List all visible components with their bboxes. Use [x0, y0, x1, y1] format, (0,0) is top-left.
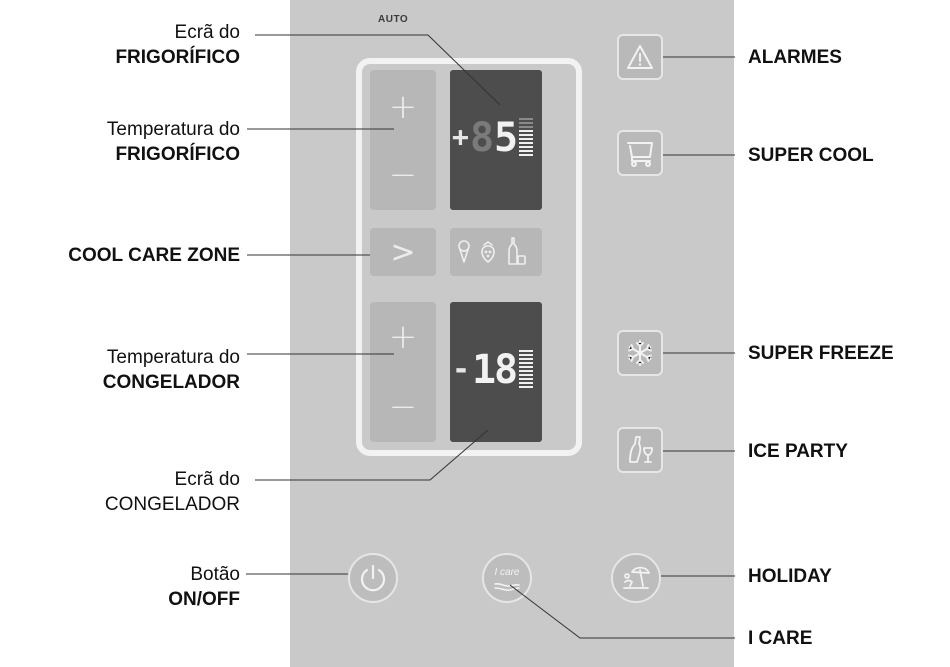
fridge-temp-label-line2: FRIGORÍFICO — [115, 144, 240, 165]
freezer-display-label-line1: Ecrã do — [174, 469, 240, 490]
freezer-temp-label-line2: CONGELADOR — [102, 372, 240, 393]
auto-indicator: AUTO — [378, 14, 409, 25]
freezer-minus-button[interactable]: − — [388, 387, 418, 427]
cool-care-icons — [458, 237, 526, 265]
strawberry-icon — [481, 241, 495, 263]
fridge-minus-button[interactable]: − — [388, 155, 418, 195]
holiday-label: HOLIDAY — [748, 566, 832, 587]
alarms-button[interactable] — [617, 34, 663, 80]
freezer-display-label: Ecrã do CONGELADOR — [40, 467, 240, 517]
ice-party-label: ICE PARTY — [748, 441, 848, 462]
controls-frame — [356, 58, 582, 456]
freezer-display-label-line2: CONGELADOR — [104, 494, 240, 515]
i-care-button[interactable]: I care — [482, 553, 532, 603]
fridge-temp-label: Temperatura do FRIGORÍFICO — [40, 117, 240, 167]
freezer-display-value: 8 — [494, 347, 519, 393]
cool-care-zone-label: COOL CARE ZONE — [68, 245, 240, 266]
i-care-button-text: I care — [494, 566, 520, 578]
i-care-label: I CARE — [748, 628, 813, 649]
ice-cream-icon — [458, 240, 470, 263]
ice-party-button[interactable] — [617, 427, 663, 473]
fridge-display-value: 5 — [494, 115, 519, 161]
fridge-display-label-line2: FRIGORÍFICO — [115, 47, 240, 68]
freezer-display — [450, 302, 542, 442]
power-icon — [360, 564, 386, 592]
freezer-temp-label: Temperatura do CONGELADOR — [40, 345, 240, 395]
bottle-glass-icon — [629, 436, 653, 463]
freezer-level-bars — [519, 350, 533, 390]
beach-umbrella-icon — [623, 566, 650, 589]
super-cool-label: SUPER COOL — [748, 145, 874, 166]
fridge-display-tens: 8 — [470, 115, 495, 161]
fridge-plus-button[interactable]: + — [388, 87, 418, 127]
snowflake-icon — [628, 340, 652, 366]
fridge-display-label-line1: Ecrã do — [174, 22, 240, 43]
warning-icon — [627, 45, 653, 69]
fridge-temp-keypad — [370, 70, 436, 210]
bottle-icon — [508, 237, 526, 265]
fridge-display-label: Ecrã do FRIGORÍFICO — [40, 20, 240, 70]
holiday-button[interactable] — [611, 553, 661, 603]
fridge-level-bars — [519, 118, 533, 158]
on-off-label-line2: ON/OFF — [168, 589, 240, 610]
on-off-label: Botão ON/OFF — [40, 562, 240, 612]
freezer-temp-label-line1: Temperatura do — [106, 347, 240, 368]
freezer-display-sign: - — [452, 352, 471, 387]
fridge-temp-label-line1: Temperatura do — [106, 119, 240, 140]
cool-care-zone-button[interactable]: > — [370, 228, 436, 276]
alarms-label: ALARMES — [748, 47, 842, 68]
hand-icon — [494, 582, 520, 591]
freezer-temp-keypad — [370, 302, 436, 442]
shopping-cart-icon — [627, 142, 653, 167]
freezer-display-tens: 1 — [472, 347, 497, 393]
cool-care-zone-indicators — [450, 228, 542, 276]
fridge-display — [450, 70, 542, 210]
super-freeze-label: SUPER FREEZE — [748, 343, 894, 364]
fridge-display-sign: + — [452, 120, 469, 153]
super-cool-button[interactable] — [617, 130, 663, 176]
on-off-button[interactable] — [348, 553, 398, 603]
on-off-label-line1: Botão — [190, 564, 240, 585]
super-freeze-button[interactable] — [617, 330, 663, 376]
freezer-plus-button[interactable]: + — [388, 317, 418, 357]
